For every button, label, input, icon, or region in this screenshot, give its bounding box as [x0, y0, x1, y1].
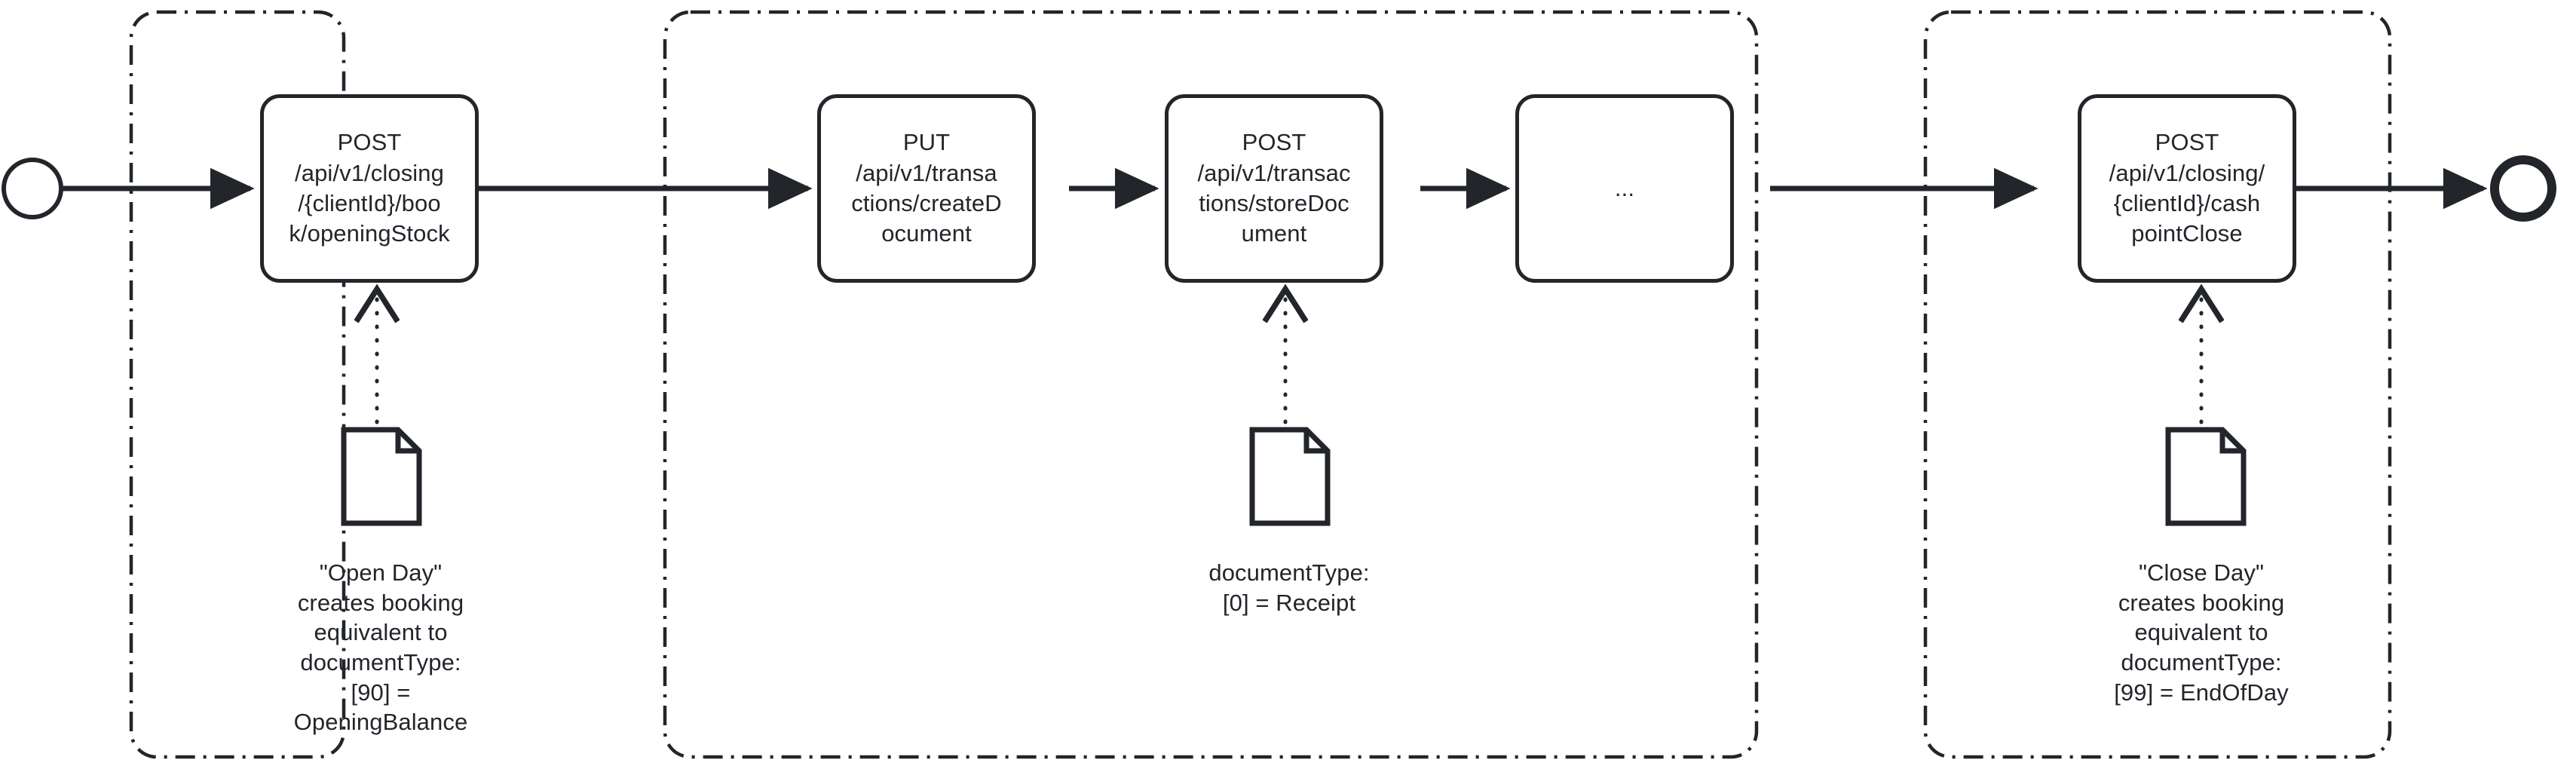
document-icon-closeday	[2165, 427, 2247, 526]
annotation-label-open-day: "Open Day" creates booking equivalent to…	[293, 559, 468, 736]
group-frame-transactions	[663, 10, 1759, 759]
document-icon-receipt	[1249, 427, 1331, 526]
task-more[interactable]: ...	[1515, 94, 1734, 283]
task-cashpoint-close[interactable]: POST /api/v1/closing/ {clientId}/cash po…	[2078, 94, 2296, 283]
end-event-icon	[2490, 155, 2556, 222]
task-create-document[interactable]: PUT /api/v1/transa ctions/createD ocumen…	[817, 94, 1036, 283]
group-frame-open-day	[129, 10, 346, 759]
task-store-document[interactable]: POST /api/v1/transac tions/storeDoc umen…	[1165, 94, 1383, 283]
start-event-icon	[2, 158, 63, 219]
annotation-label-receipt: documentType: [0] = Receipt	[1208, 559, 1370, 616]
group-frame-close-day	[1923, 10, 2392, 759]
task-opening-stock[interactable]: POST /api/v1/closing /{clientId}/boo k/o…	[260, 94, 479, 283]
document-icon-openday	[341, 427, 422, 526]
annotation-label-close-day: "Close Day" creates booking equivalent t…	[2114, 559, 2289, 706]
